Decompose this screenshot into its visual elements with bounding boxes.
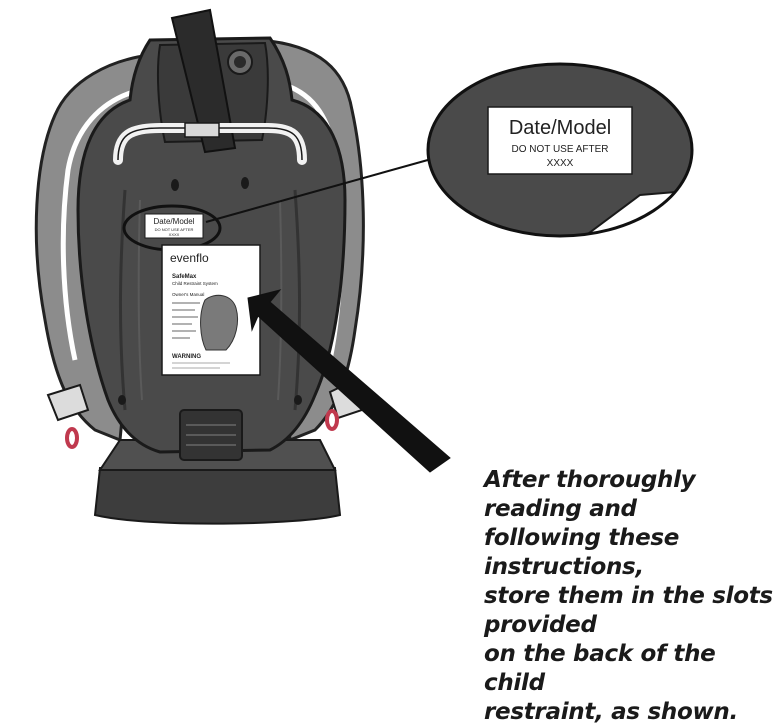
instruction-caption: After thoroughly reading and following t…	[484, 467, 773, 725]
belt-path-inner-right	[277, 199, 283, 401]
seat-base	[93, 467, 342, 525]
manual-brand: evenflo	[170, 251, 209, 265]
manual-footer-lines	[172, 362, 230, 369]
slot-hole	[118, 395, 126, 405]
manual-text-lines	[172, 302, 200, 339]
seat-label-value: XXXX	[169, 232, 180, 237]
seat-label-subtitle: DO NOT USE AFTER	[155, 227, 194, 232]
adjuster-ridges	[186, 424, 236, 446]
seat-label-title: Date/Model	[154, 217, 195, 226]
slot-hole	[241, 177, 249, 189]
seat-trim-left	[60, 87, 141, 361]
pointer-arrow	[247, 289, 451, 473]
car-seat-diagram: Date/Model DO NOT USE AFTER XXXX evenflo…	[34, 8, 694, 525]
zoom-label-value: XXXX	[547, 158, 574, 169]
belt-path-right	[293, 189, 302, 411]
zoom-label-subtitle: DO NOT USE AFTER	[511, 144, 608, 155]
manual-doc-title: Owner's Manual	[172, 292, 204, 297]
slot-hole	[294, 395, 302, 405]
latch-pull-left	[65, 427, 79, 449]
manual-product-sub: Child Restraint System	[172, 281, 218, 286]
zoom-leader-line	[205, 157, 436, 223]
zoom-bubble-outline	[426, 62, 694, 238]
latch-left	[46, 383, 90, 422]
handle-clip	[184, 122, 220, 138]
tether-strap	[170, 8, 237, 154]
belt-path-inner-left	[137, 199, 143, 401]
slot-hole	[171, 179, 179, 191]
manual-seat-illustration	[200, 294, 239, 351]
seat-handle-outline	[117, 127, 303, 161]
manual-warning: WARNING	[172, 354, 201, 360]
seat-date-label	[144, 213, 204, 239]
zoom-label-title: Date/Model	[509, 117, 611, 139]
zoom-date-label	[487, 106, 633, 175]
latch-pull-right	[325, 409, 339, 431]
belt-path-left	[118, 189, 127, 411]
seat-top-knob-inner	[234, 56, 246, 68]
manual-product: SafeMax	[172, 274, 197, 280]
